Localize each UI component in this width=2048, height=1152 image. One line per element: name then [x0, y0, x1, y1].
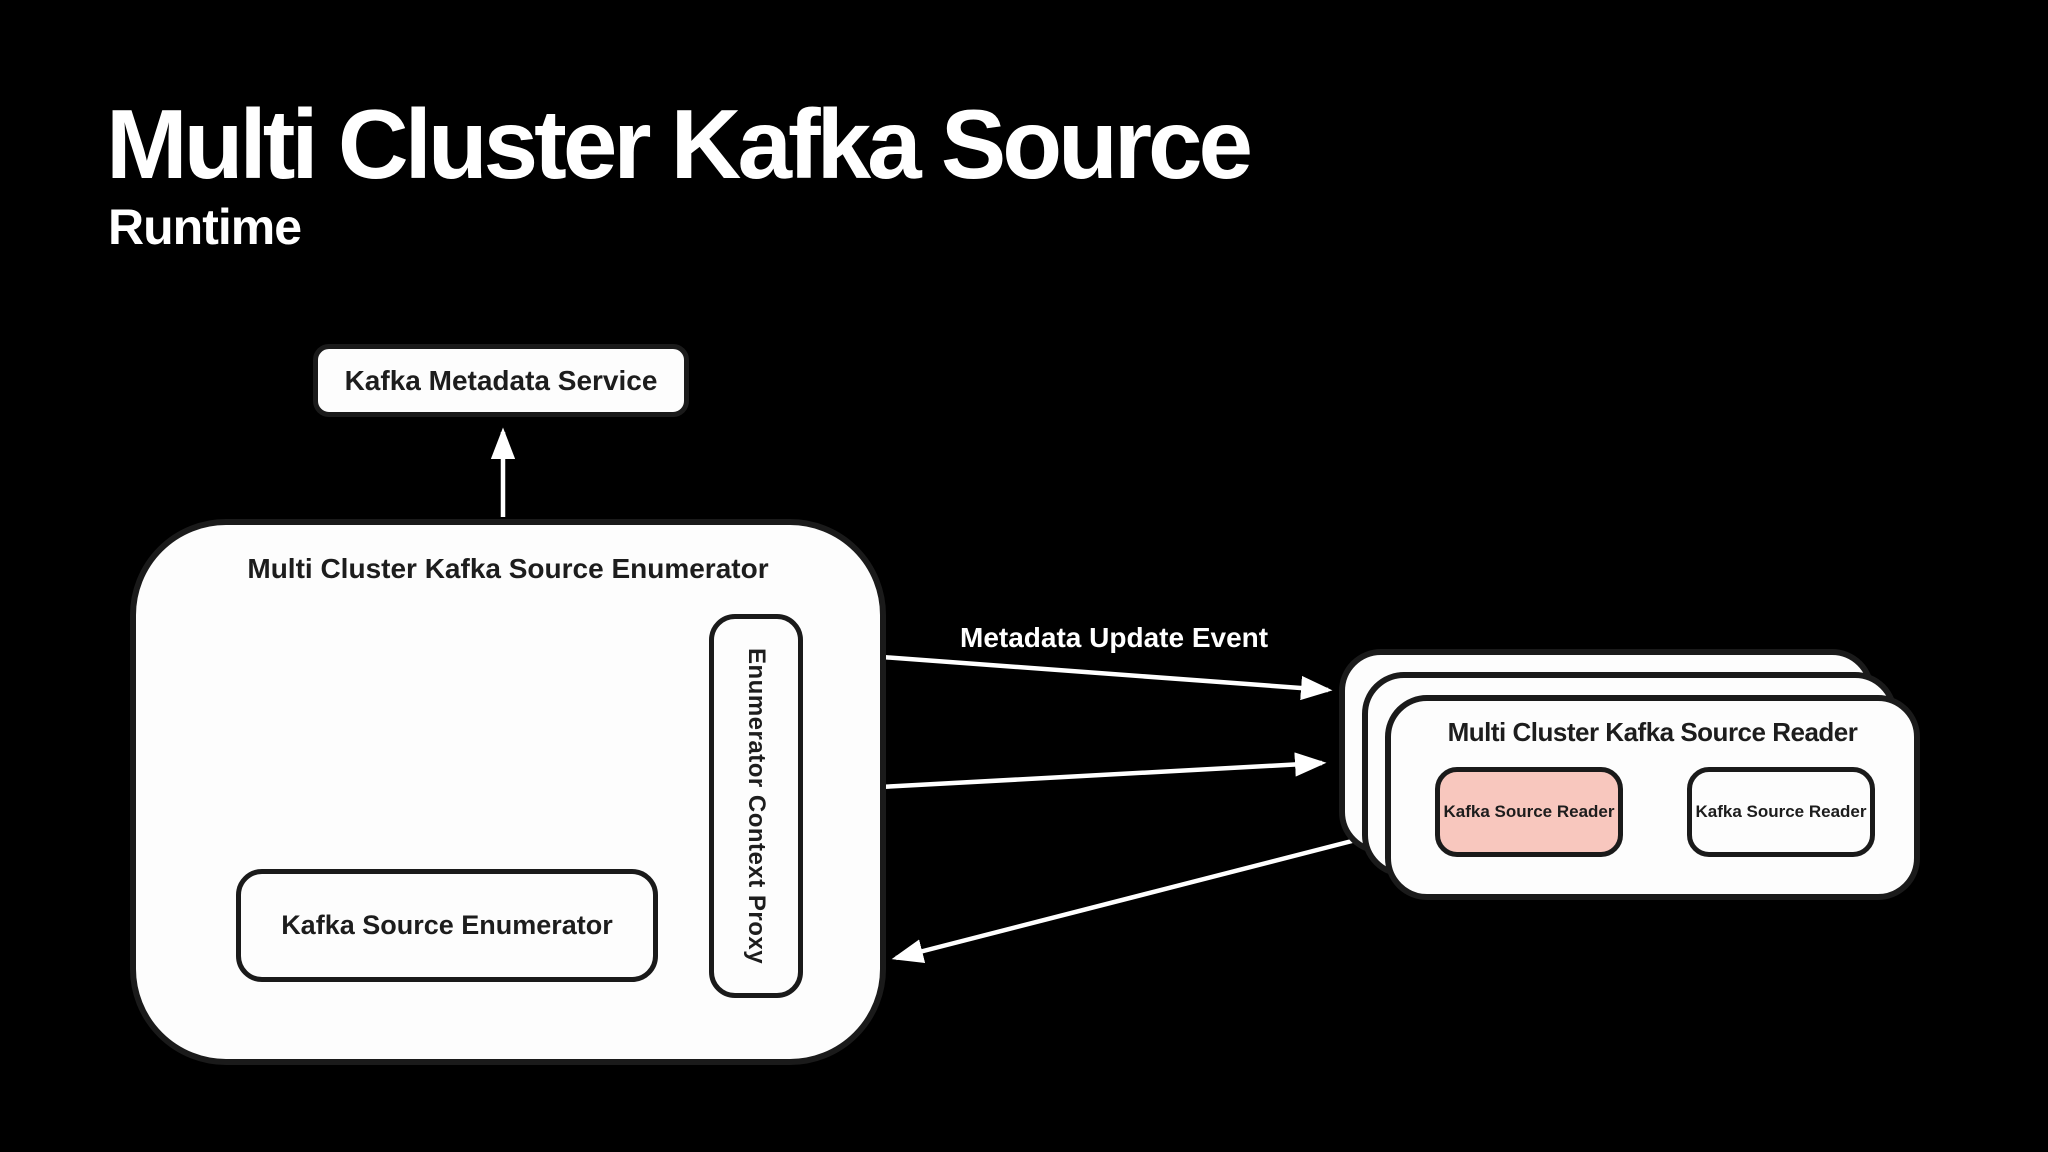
node-multi-cluster-kafka-source-reader: Multi Cluster Kafka Source Reader Kafka …	[1385, 695, 1920, 900]
node-multi-cluster-kafka-source-enumerator: Multi Cluster Kafka Source Enumerator Ka…	[130, 519, 886, 1065]
arrow-reader-to-enumerator	[891, 838, 1353, 964]
node-kafka-source-reader-active-label: Kafka Source Reader	[1443, 802, 1615, 821]
node-multi-cluster-kafka-source-enumerator-label: Multi Cluster Kafka Source Enumerator	[247, 553, 769, 584]
arrow-proxy-to-reader	[879, 752, 1327, 790]
node-kafka-source-reader-idle-label: Kafka Source Reader	[1695, 802, 1867, 821]
node-enumerator-context-proxy: Enumerator Context Proxy	[709, 614, 803, 998]
arrow-metadata-update-event	[881, 654, 1333, 701]
node-kafka-source-reader-active: Kafka Source Reader	[1435, 767, 1623, 857]
node-kafka-source-reader-idle: Kafka Source Reader	[1687, 767, 1875, 857]
page-title: Multi Cluster Kafka Source	[106, 89, 1253, 199]
page-subtitle: Runtime	[108, 199, 302, 255]
node-kafka-metadata-service: Kafka Metadata Service	[313, 344, 689, 417]
node-enumerator-context-proxy-label: Enumerator Context Proxy	[743, 647, 770, 965]
node-multi-cluster-kafka-source-reader-label: Multi Cluster Kafka Source Reader	[1447, 717, 1858, 747]
node-kafka-source-enumerator: Kafka Source Enumerator	[236, 869, 658, 982]
node-kafka-source-enumerator-label: Kafka Source Enumerator	[281, 910, 613, 940]
node-kafka-metadata-service-label: Kafka Metadata Service	[344, 364, 658, 396]
label-metadata-update-event: Metadata Update Event	[960, 622, 1269, 653]
